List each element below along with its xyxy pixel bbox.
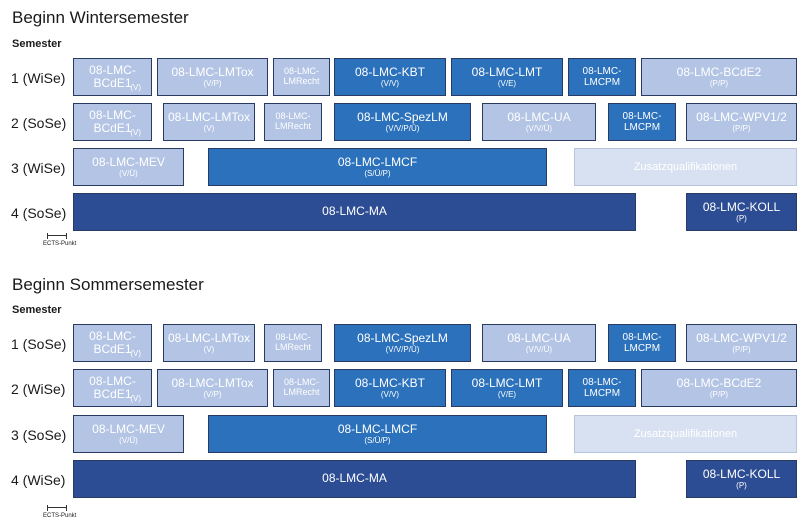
module-box: Zusatzqualifikationen — [574, 415, 797, 453]
module-box: 08-LMC- BCdE1 (V) — [73, 324, 152, 362]
module-box: 08-LMC- LMCPM — [568, 58, 636, 96]
module-box: 08-LMC-LMT (V/E) — [451, 58, 563, 96]
module-box: 08-LMC-KBT (V/V) — [334, 369, 446, 407]
module-box: 08-LMC-LMTox (V) — [163, 103, 255, 141]
module-box: 08-LMC- LMRecht — [273, 58, 330, 96]
row-label: 2 (SoSe) — [11, 115, 67, 131]
section-title-summer: Beginn Sommersemester — [12, 275, 204, 294]
module-box: 08-LMC- LMCPM — [568, 369, 636, 407]
row-label: 1 (WiSe) — [11, 70, 66, 86]
semester-header: Semester — [12, 38, 62, 50]
module-box: 08-LMC-LMTox (V/P) — [157, 369, 268, 407]
module-box: 08-LMC-KBT (V/V) — [334, 58, 446, 96]
module-box: 08-LMC-WPV1/2 (P/P) — [686, 324, 797, 362]
module-box: 08-LMC-MA — [73, 193, 636, 231]
row-label: 3 (SoSe) — [11, 427, 67, 443]
module-box: Zusatzqualifikationen — [574, 148, 797, 186]
module-box: 08-LMC- LMRecht — [273, 369, 330, 407]
module-box: 08-LMC-KOLL (P) — [686, 460, 797, 498]
module-box: 08-LMC-LMTox (V) — [163, 324, 255, 362]
module-box: 08-LMC-MEV (V/Ü) — [73, 148, 184, 186]
row-label: 4 (WiSe) — [11, 472, 66, 488]
module-box: 08-LMC- BCdE1 (V) — [73, 58, 152, 96]
module-box: 08-LMC-LMT (V/E) — [451, 369, 563, 407]
module-box: 08-LMC-LMCF (S/Ü/P) — [208, 148, 547, 186]
semester-header: Semester — [12, 304, 62, 316]
module-box: 08-LMC-MA — [73, 460, 636, 498]
module-box: 08-LMC-BCdE2 (P/P) — [641, 369, 797, 407]
row-label: 1 (SoSe) — [11, 336, 67, 352]
module-box: 08-LMC-BCdE2 (P/P) — [641, 58, 797, 96]
module-box: 08-LMC- BCdE1 (V) — [73, 369, 152, 407]
module-box: 08-LMC-UA (V/V/Ü) — [482, 324, 596, 362]
module-box: 08-LMC-LMCF (S/Ü/P) — [208, 415, 547, 453]
module-box: 08-LMC- LMRecht — [264, 103, 322, 141]
ects-scale-bar — [47, 505, 67, 511]
module-box: 08-LMC- BCdE1 (V) — [73, 103, 152, 141]
module-box: 08-LMC-SpezLM (V/V/P/Ü) — [334, 103, 471, 141]
module-box: 08-LMC- LMRecht — [264, 324, 322, 362]
row-label: 2 (WiSe) — [11, 381, 66, 397]
module-box: 08-LMC-UA (V/V/Ü) — [482, 103, 596, 141]
module-box: 08-LMC-LMTox (V/P) — [157, 58, 268, 96]
module-box: 08-LMC-SpezLM (V/V/P/Ü) — [334, 324, 471, 362]
ects-scale-label: ECTS-Punkt — [43, 513, 77, 519]
section-title-winter: Beginn Wintersemester — [12, 8, 189, 27]
module-box: 08-LMC-MEV (V/Ü) — [73, 415, 184, 453]
ects-scale-bar — [47, 233, 67, 239]
module-box: 08-LMC-KOLL (P) — [686, 193, 797, 231]
ects-scale-label: ECTS-Punkt — [43, 241, 77, 247]
module-box: 08-LMC-WPV1/2 (P/P) — [686, 103, 797, 141]
row-label: 4 (SoSe) — [11, 205, 67, 221]
module-box: 08-LMC- LMCPM — [608, 324, 676, 362]
row-label: 3 (WiSe) — [11, 160, 66, 176]
module-box: 08-LMC- LMCPM — [608, 103, 676, 141]
